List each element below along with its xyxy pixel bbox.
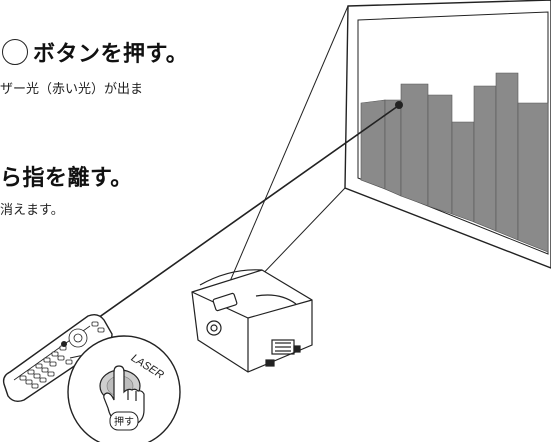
step1-note: ザー光（赤い光）が出ま: [0, 82, 144, 97]
projection-screen: [221, 0, 551, 301]
laser-button-closeup: [67, 335, 181, 442]
press-label-box: 押す: [109, 411, 139, 431]
pointing-finger-icon: [103, 365, 145, 425]
screen-bar-chart: [360, 72, 549, 253]
laser-dot: [395, 101, 403, 109]
step2-title: ら指を離す。: [0, 166, 133, 191]
step1-title: ボタンを押す。: [33, 42, 189, 67]
step2-note: 消えます。: [0, 203, 64, 218]
projector-icon: [191, 269, 313, 373]
press-label: 押す: [114, 415, 134, 428]
remote-control-icon: [2, 313, 113, 403]
step1-circle-marker: [2, 39, 28, 65]
laser-beam: [63, 105, 399, 343]
